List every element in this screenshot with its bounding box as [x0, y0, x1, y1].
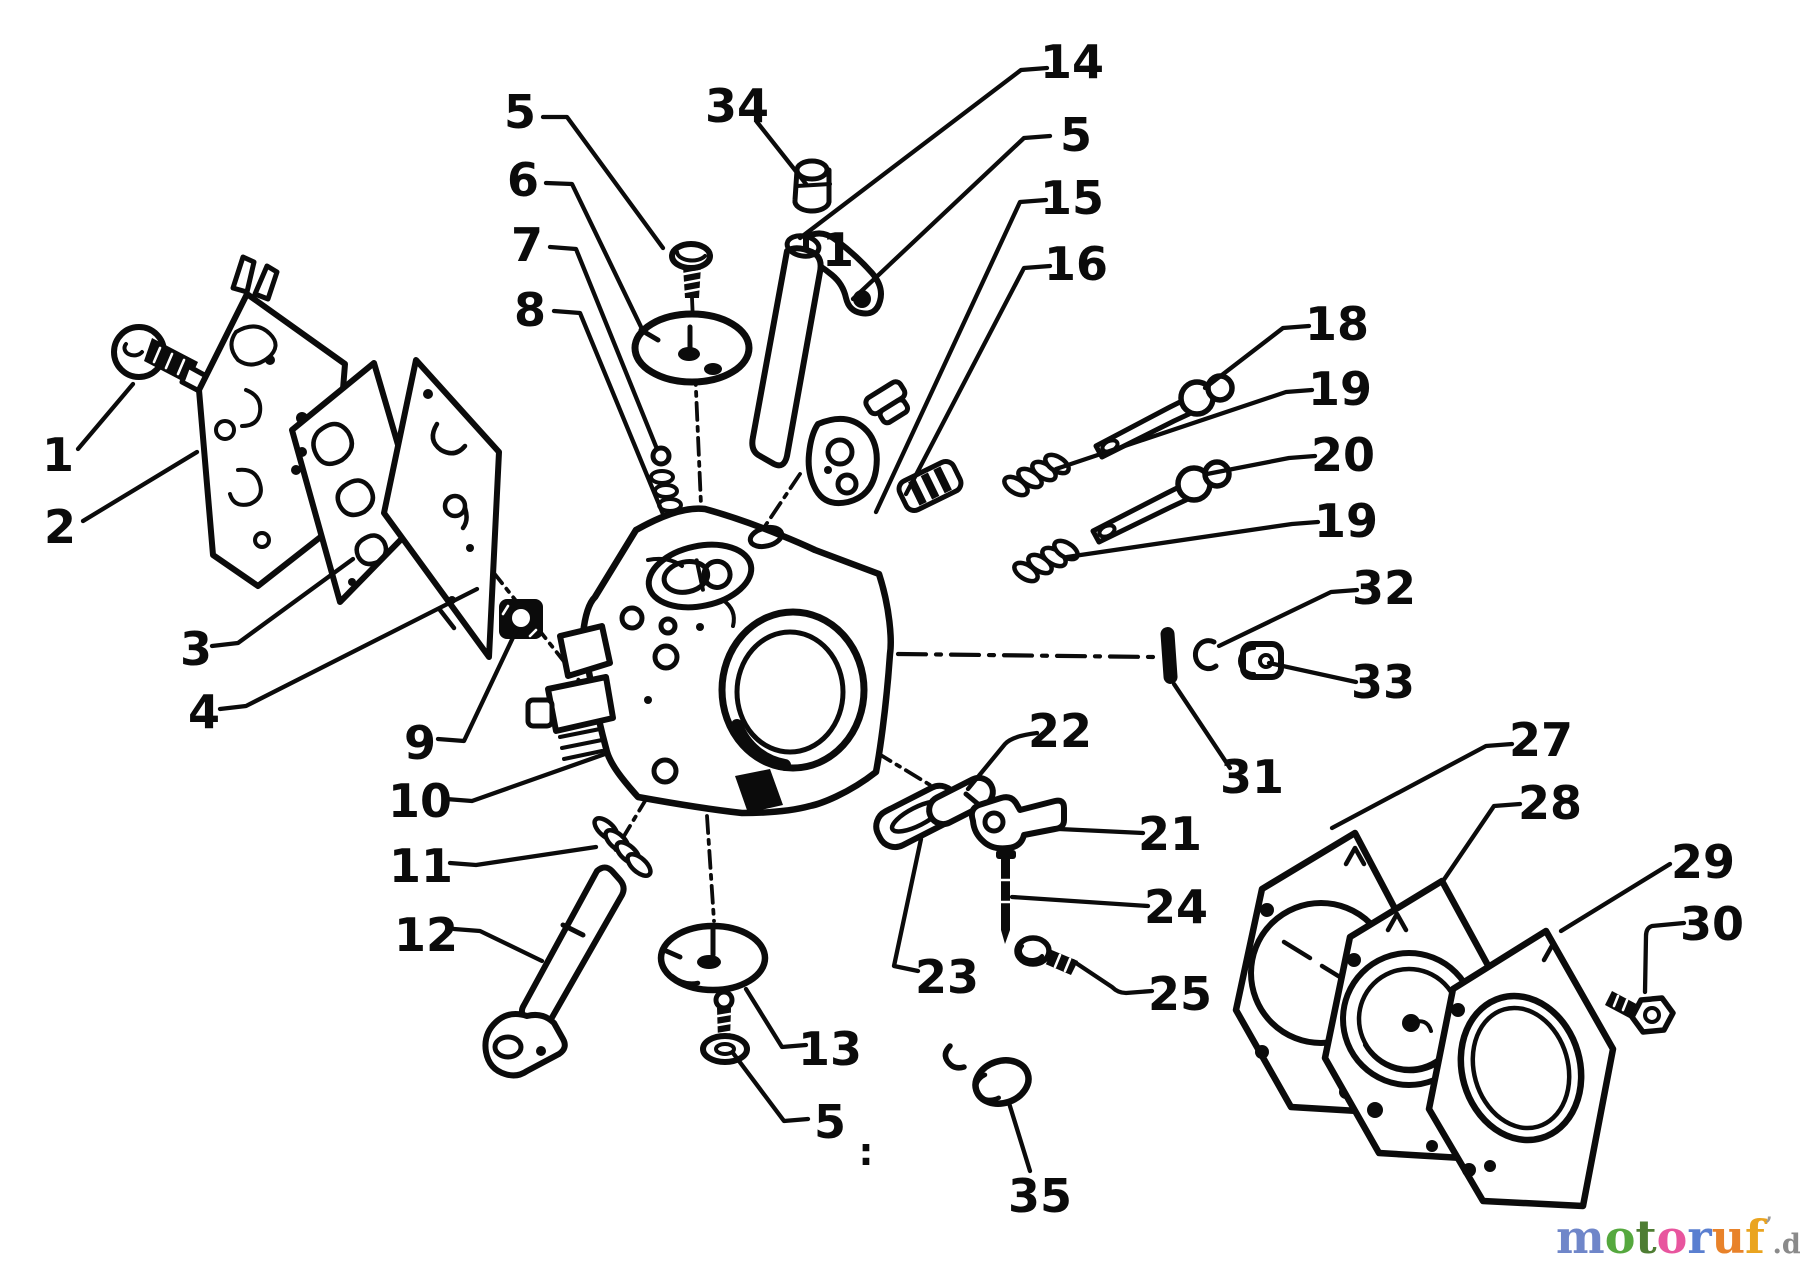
- callout-35: 35: [1008, 1169, 1072, 1223]
- lever-21: [963, 791, 1067, 852]
- callout-1-left: 1: [42, 428, 74, 482]
- needle-spring-7-8: [649, 445, 683, 513]
- carburetor-body-10: [525, 505, 894, 817]
- spring-19-upper: [1002, 452, 1071, 498]
- callout-2: 2: [44, 500, 76, 554]
- callout-21: 21: [1138, 807, 1202, 861]
- callout-25: 25: [1148, 967, 1212, 1021]
- callout-9: 9: [404, 716, 436, 770]
- metering-diaphragm-13: [657, 922, 769, 994]
- callout-labels: 1 2 3 4 5 6 7 8 34 1 14 5 15 16 18 19 20…: [42, 35, 1744, 1223]
- welch-plug-35: [942, 1043, 1032, 1107]
- logo-tick: ’: [1765, 1213, 1773, 1239]
- stray-colon-mark: :: [858, 1130, 873, 1174]
- top-screw-5: [669, 241, 713, 298]
- logo-letter: u: [1712, 1210, 1745, 1264]
- callout-14: 14: [1040, 35, 1104, 89]
- needle-valve-20: [1090, 459, 1232, 545]
- leader-lines: [75, 65, 1687, 1174]
- spring-19-lower: [1012, 538, 1080, 584]
- callout-5-top: 5: [504, 85, 536, 139]
- callout-29: 29: [1671, 835, 1735, 889]
- callout-11: 11: [389, 839, 453, 893]
- bushing-33: [1238, 641, 1284, 680]
- pickup-tube-12: [482, 864, 627, 1079]
- callout-13: 13: [798, 1022, 862, 1076]
- nut-9: [499, 599, 543, 639]
- callout-16: 16: [1044, 237, 1108, 291]
- callout-22: 22: [1028, 704, 1092, 758]
- callout-6: 6: [507, 153, 539, 207]
- logo-suffix: .de: [1772, 1229, 1800, 1260]
- logo-letter: o: [1605, 1210, 1636, 1264]
- screw-1: [111, 324, 211, 395]
- cover-plate-4: [381, 357, 502, 660]
- callout-12: 12: [394, 908, 458, 962]
- callout-7: 7: [511, 218, 543, 272]
- gasket-29: [1425, 927, 1617, 1210]
- grommet-16: [896, 459, 964, 513]
- callout-32: 32: [1352, 561, 1416, 615]
- logo-letter: o: [1657, 1210, 1688, 1264]
- callout-8: 8: [514, 283, 546, 337]
- callout-15: 15: [1040, 171, 1104, 225]
- spring-11: [592, 816, 653, 878]
- logo-letter: r: [1687, 1210, 1712, 1264]
- callout-19-lower: 19: [1314, 494, 1378, 548]
- callout-27: 27: [1509, 713, 1573, 767]
- clip-32: [1192, 638, 1219, 672]
- bottom-screw-5: [700, 989, 750, 1065]
- pin-31: [1160, 627, 1178, 684]
- logo-letter: t: [1635, 1210, 1657, 1264]
- pin-24: [996, 850, 1016, 944]
- motoruf-logo: motoruf’.de: [1556, 1210, 1800, 1264]
- callout-33: 33: [1351, 655, 1415, 709]
- callout-34: 34: [705, 79, 769, 133]
- callout-1-center: 1: [822, 223, 854, 277]
- callout-30: 30: [1680, 897, 1744, 951]
- callout-19-upper: 19: [1308, 362, 1372, 416]
- callout-18: 18: [1305, 297, 1369, 351]
- screw-25: [1014, 935, 1078, 975]
- callout-10: 10: [388, 774, 452, 828]
- screw-30: [1605, 991, 1676, 1035]
- callout-3: 3: [180, 622, 212, 676]
- logo-letter: m: [1556, 1210, 1605, 1264]
- logo-letter: f: [1745, 1210, 1768, 1264]
- callout-5-right: 5: [1060, 108, 1092, 162]
- throttle-plate-22: [926, 774, 996, 828]
- inlet-cap-34: [792, 158, 832, 214]
- callout-5-bottom: 5: [814, 1095, 846, 1149]
- callout-24: 24: [1144, 880, 1208, 934]
- callout-31: 31: [1220, 750, 1284, 804]
- callout-20: 20: [1311, 428, 1375, 482]
- callout-28: 28: [1518, 776, 1582, 830]
- callout-4: 4: [188, 685, 220, 739]
- pump-diaphragm-6-7: [631, 310, 753, 386]
- fuel-pump-assembly-14: [749, 230, 911, 507]
- callout-23: 23: [915, 950, 979, 1004]
